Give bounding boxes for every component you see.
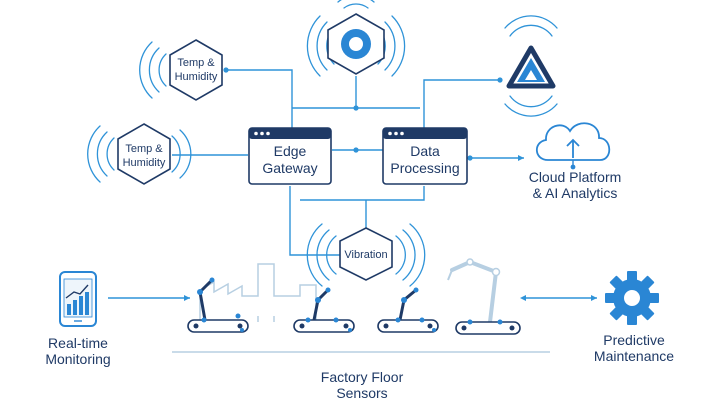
robot-arm-3 (377, 287, 439, 333)
monitoring-line1: Real-time (48, 335, 108, 351)
data-processing-line1: Data (410, 143, 440, 159)
temp-mid-line1: Temp & (125, 143, 163, 155)
edge-gateway-line1: Edge (274, 143, 307, 159)
temp-mid-line2: Humidity (123, 157, 166, 169)
link-triangle-processing (423, 79, 500, 128)
cloud-line1: Cloud Platform (529, 169, 622, 185)
maintenance-line2: Maintenance (594, 348, 674, 364)
robot-arm-4 (447, 258, 521, 335)
phone-chart-icon (59, 271, 97, 327)
hex-nut-icon (341, 29, 371, 59)
temp-top-line2: Humidity (175, 71, 218, 83)
link-temp-top-gateway (226, 69, 293, 128)
robot-arm-1 (187, 277, 249, 333)
connector-lines (108, 67, 597, 301)
factory-robots-icon (172, 258, 550, 353)
temp-humidity-sensor-top: Temp & Humidity (169, 39, 223, 101)
temp-top-line1: Temp & (177, 57, 215, 69)
factory-line1: Factory Floor (321, 369, 404, 385)
link-vibration-bus (289, 186, 342, 256)
warning-triangle-icon (506, 45, 556, 89)
maintenance-line1: Predictive (603, 332, 665, 348)
data-processing-node: Data Processing (382, 127, 468, 185)
signal-waves (87, 0, 558, 287)
data-processing-line2: Processing (390, 160, 459, 176)
cloud-line2: & AI Analytics (533, 185, 618, 201)
top-sensor-hex (327, 13, 385, 75)
edge-gateway-node: Edge Gateway (248, 127, 332, 185)
cloud-upload-icon (535, 122, 611, 170)
robot-arm-2 (293, 287, 355, 333)
vibration-label: Vibration (344, 249, 387, 261)
gear-icon (605, 271, 659, 325)
factory-line2: Sensors (336, 385, 387, 401)
vibration-sensor: Vibration (339, 227, 393, 281)
temp-humidity-sensor-mid: Temp & Humidity (117, 123, 171, 185)
monitoring-line2: Monitoring (45, 351, 110, 367)
edge-gateway-line2: Gateway (262, 160, 317, 176)
